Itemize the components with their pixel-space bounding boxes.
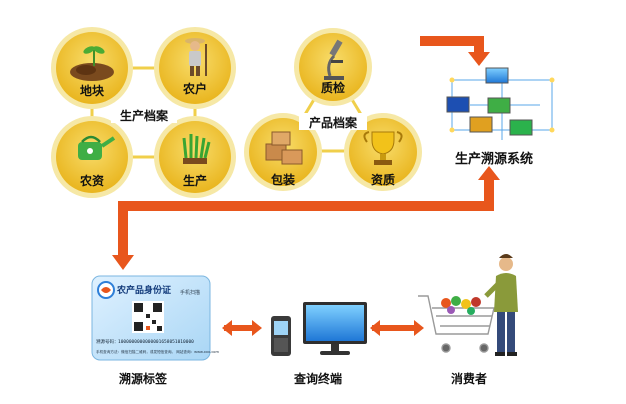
node-inspection: 质检 [294, 28, 372, 106]
network-nodes-icon [449, 77, 555, 133]
seedling-icon [182, 134, 211, 164]
logo-mark-icon [101, 287, 111, 293]
shopper-person-icon [484, 254, 518, 356]
arrow-segment [372, 325, 418, 331]
arrow-head-up-icon [478, 166, 500, 180]
phone-icon [271, 316, 291, 356]
card-number-prefix: 溯源号码： [96, 338, 119, 345]
arrow-head-left-icon [222, 320, 232, 336]
system-label: 生产溯源系统 [455, 151, 533, 167]
node-label: 农户 [182, 81, 207, 96]
boxes-icon [265, 131, 303, 165]
card-title: 农产品身份证 [116, 284, 171, 296]
arrow-segment [118, 201, 494, 211]
arrow-head-down-icon [112, 255, 134, 270]
query-terminal: 查询终端 [271, 302, 367, 386]
monitor-icon [446, 67, 533, 136]
node-label: 包装 [270, 172, 295, 187]
monitor-icon [303, 302, 367, 355]
node-label: 质检 [321, 80, 345, 95]
arrow-head-right-icon [414, 320, 424, 336]
shopping-cart-icon [418, 295, 495, 353]
consumer-caption: 消费者 [451, 371, 487, 386]
product-record-title: 产品档案 [309, 115, 358, 130]
query-terminal-caption: 查询终端 [293, 371, 342, 386]
node-label: 农资 [79, 173, 104, 188]
traceability-system: 生产溯源系统 [446, 67, 555, 167]
consumer: 消费者 [418, 254, 518, 386]
arrow-head-down-icon [468, 52, 490, 66]
node-label: 资质 [371, 172, 395, 187]
title-backdrop [299, 113, 367, 130]
arrow-segment [224, 325, 256, 331]
trace-label-card: 农产品身份证 手机扫描 溯源号码： 1000000000000001658051… [91, 275, 219, 386]
node-label: 地块 [80, 83, 105, 98]
trace-label-caption: 溯源标签 [119, 371, 168, 386]
arrow-segment [474, 36, 484, 54]
arrow-segment [420, 36, 478, 46]
flow-arrows [112, 36, 500, 336]
farmer-icon [185, 38, 207, 76]
watering-can-icon [78, 135, 116, 160]
arrow-head-right-icon [252, 320, 262, 336]
groceries-icon [441, 296, 481, 315]
arrow-head-left-icon [370, 320, 380, 336]
product-record-group: 质检 包装 资质 产品档案 [244, 28, 422, 191]
node-inputs: 农资 [51, 116, 133, 198]
production-record-group: 地块 农户 农资 [51, 27, 236, 198]
node-production: 生产 [154, 116, 236, 198]
card-small-tag: 手机扫描 [180, 289, 200, 296]
node-farmer: 农户 [154, 27, 236, 109]
node-plot: 地块 [51, 27, 133, 109]
production-record-title: 生产档案 [120, 108, 169, 123]
trophy-icon [363, 131, 403, 165]
microscope-icon [324, 39, 344, 80]
node-packaging: 包装 [244, 113, 322, 191]
card-number: 1000000000000001658051010000 [118, 339, 194, 345]
title-backdrop [111, 106, 177, 123]
qr-code-icon [132, 301, 164, 333]
arrow-segment [484, 174, 494, 206]
node-label: 生产 [183, 173, 207, 188]
card-footer: 手机查询方法：微信扫描二维码，或发短信查询。 网站查询：www.xxx.com [96, 349, 219, 354]
node-qualification: 资质 [344, 113, 422, 191]
arrow-segment [118, 201, 128, 257]
soil-sprout-icon [70, 46, 114, 81]
